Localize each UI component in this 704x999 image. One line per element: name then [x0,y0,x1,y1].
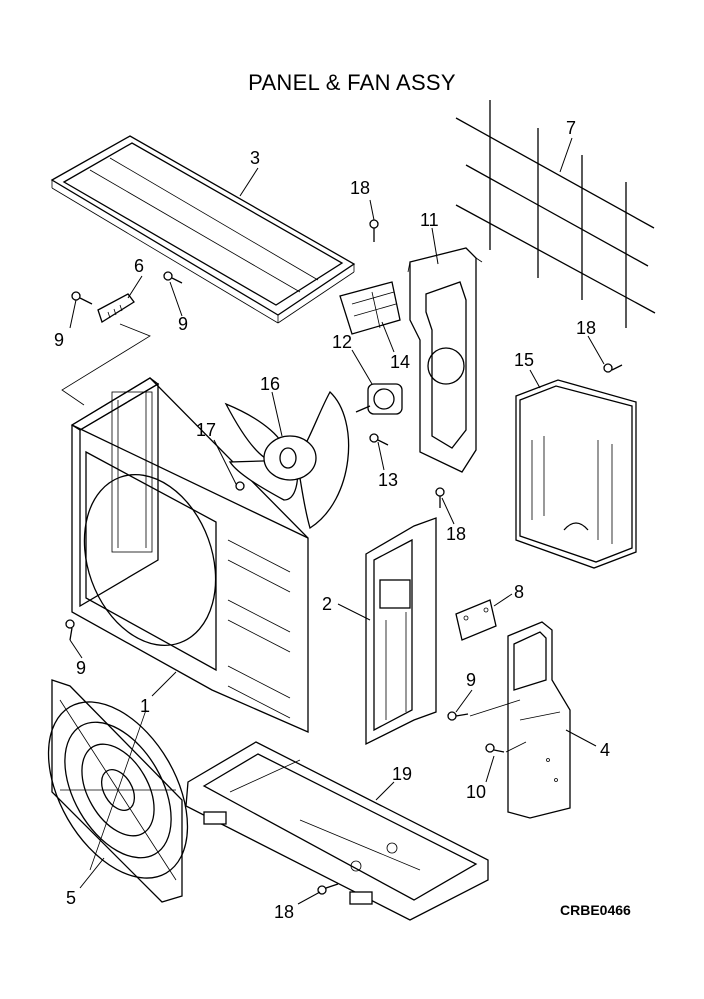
cover-part-8 [455,599,497,641]
fan-motor-part-12 [355,383,403,415]
callout-6: 6 [134,256,144,276]
side-panel-part-2 [365,517,437,746]
assembly-guide-line [61,323,151,406]
callout-18: 18 [274,902,294,922]
screw-icon [317,883,339,895]
callout-1: 1 [140,696,150,716]
screw-icon [65,619,75,641]
motor-bracket-part-11 [407,247,483,473]
screw-icon [163,271,183,284]
partition-plate-part-15 [515,379,637,569]
diagram-title: PANEL & FAN ASSY [248,70,456,95]
bracket-part-6 [97,293,135,323]
callout-19: 19 [392,764,412,784]
screw-icon [485,743,505,753]
motor-support-part-14 [339,281,401,335]
callout-18: 18 [576,318,596,338]
callout-9: 9 [76,658,86,678]
screw-icon [369,433,389,446]
rear-wire-guard-part-7 [455,100,656,328]
assembly-guide-line [505,741,527,753]
screw-icon [71,291,93,305]
leader-lines [69,137,605,905]
callout-11: 11 [420,210,439,230]
callout-18: 18 [350,178,370,198]
callout-16: 16 [260,374,280,394]
callout-4: 4 [600,740,610,760]
callout-15: 15 [514,350,534,370]
screw-icon [369,219,379,242]
screw-icon [447,711,469,721]
callout-9: 9 [466,670,476,690]
callout-labels: 3 6 9 9 7 18 11 12 14 18 15 16 17 13 18 … [54,118,610,922]
callout-2: 2 [322,594,332,614]
valve-cover-part-4 [507,621,571,819]
callout-9: 9 [178,314,188,334]
callout-7: 7 [566,118,576,138]
callout-17: 17 [196,420,216,440]
screw-icon [603,363,623,373]
callout-10: 10 [466,782,486,802]
drawing-code: CRBE0466 [560,902,631,918]
front-grille-part-5 [47,679,189,903]
callout-13: 13 [378,470,398,490]
base-plate-part-19 [185,741,489,921]
callout-9: 9 [54,330,64,350]
callout-5: 5 [66,888,76,908]
top-panel-part-3 [50,135,356,324]
callout-12: 12 [332,332,352,352]
propeller-fan-part-16 [224,390,350,530]
assembly-guide-line [469,699,521,717]
front-cabinet-part-1 [70,377,309,733]
callout-14: 14 [390,352,410,372]
screw-icon [435,487,445,508]
callout-3: 3 [250,148,260,168]
callout-18: 18 [446,524,466,544]
callout-8: 8 [514,582,524,602]
